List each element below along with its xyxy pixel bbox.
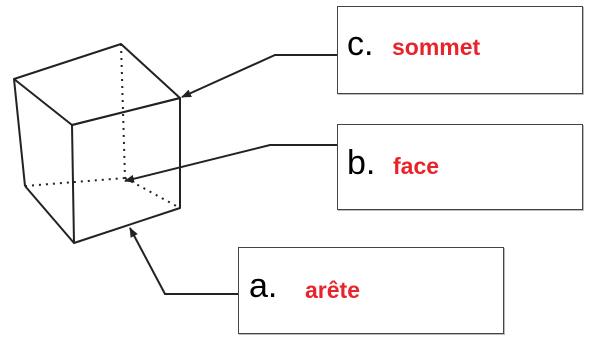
cube-left-vertical-edge [13, 78, 26, 187]
leader-lines [124, 54, 337, 295]
cube-left-bottom-edge [24, 185, 75, 244]
label-letter-b: b. [347, 144, 376, 182]
hidden-edge-back-vertical [120, 43, 126, 179]
hidden-edge-back-bottom-left [24, 177, 126, 187]
cube-hidden-edges [24, 43, 181, 209]
arrow-to-sommet [181, 54, 337, 98]
label-box-sommet: c. sommet [337, 6, 583, 94]
cube [13, 43, 181, 244]
label-letter-c: c. [347, 25, 374, 63]
cube-top-face [13, 43, 181, 126]
label-word-face: face [393, 153, 440, 179]
arrow-to-face [124, 144, 337, 183]
hidden-edge-back-bottom-right [124, 177, 181, 209]
arrow-to-arete [129, 227, 238, 295]
label-word-arete: arête [305, 277, 360, 303]
label-word-sommet: sommet [392, 34, 481, 60]
label-box-face: b. face [337, 124, 583, 210]
cube-visible-edges [13, 43, 181, 244]
label-letter-a: a. [249, 267, 278, 305]
label-box-arete: a. arête [238, 247, 504, 334]
